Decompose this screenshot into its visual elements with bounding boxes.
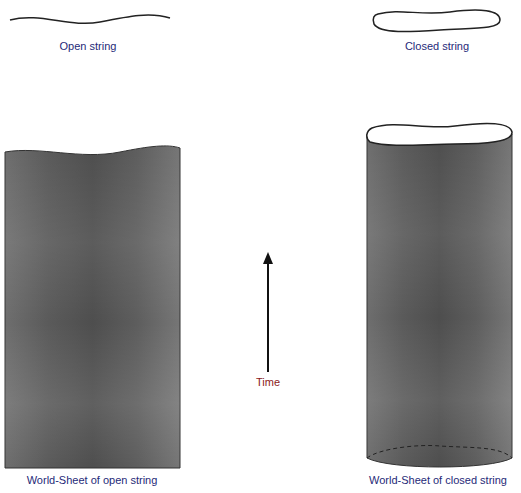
string-label: Open string	[58, 40, 119, 53]
closed-world-sheet	[367, 134, 512, 467]
hidden-edge	[367, 446, 512, 459]
time-arrow	[267, 262, 269, 372]
arrow-head	[263, 252, 273, 264]
sheet-label: World-Sheet of open string	[25, 474, 160, 487]
sheet-shading	[5, 146, 180, 468]
sheet-label: World-Sheet of closed string	[367, 474, 509, 487]
open-world-sheet	[5, 146, 180, 468]
string-label: Closed string	[403, 40, 471, 53]
sheet-shading	[367, 134, 512, 467]
open-string	[10, 15, 170, 23]
closed-string	[373, 10, 500, 32]
cylinder-top	[367, 124, 512, 146]
axis-label: Time	[254, 376, 282, 389]
